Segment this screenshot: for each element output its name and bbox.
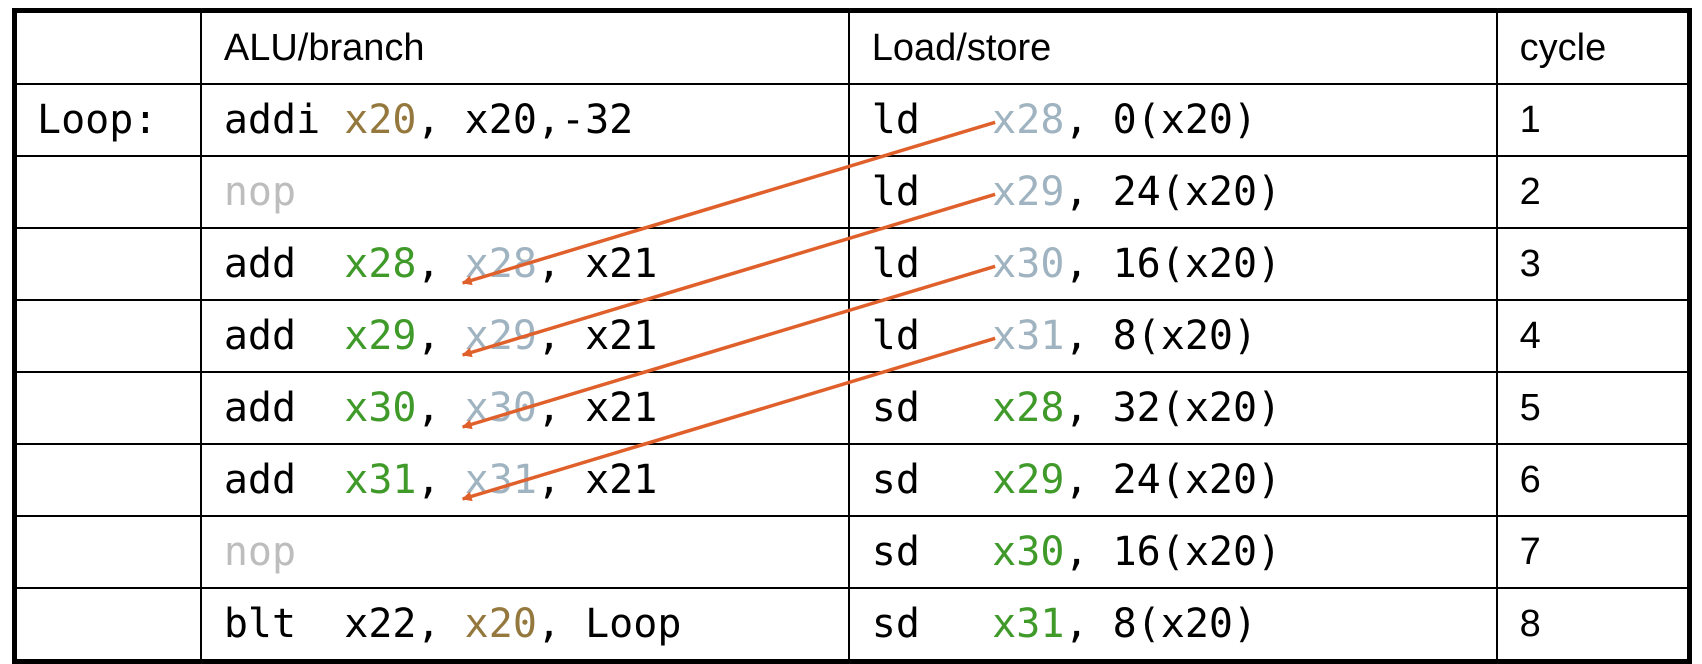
header-load-store: Load/store	[847, 9, 1498, 85]
instr-token: , x21	[536, 313, 658, 359]
cycle-number: 3	[1495, 227, 1691, 301]
instr-token: , 16(x20)	[1064, 529, 1282, 575]
instr-token: ,	[416, 385, 465, 431]
instr-token: x29	[992, 457, 1065, 503]
instr-token: ld	[871, 97, 993, 143]
instr-token: , 8(x20)	[1064, 601, 1258, 647]
instr-token: x30	[464, 385, 537, 431]
header-label-cell	[13, 9, 202, 85]
loop-label-cell: Loop:	[13, 83, 202, 157]
loop-label-cell	[13, 155, 202, 229]
instr-token: , 0(x20)	[1064, 97, 1258, 143]
load-store-instr: sd x30, 16(x20)	[847, 515, 1498, 589]
instr-token: x28	[992, 385, 1065, 431]
alu-branch-instr: add x30, x30, x21	[199, 371, 850, 445]
instr-token: x29	[992, 169, 1065, 215]
instr-token: x20	[344, 97, 417, 143]
instr-token: , 24(x20)	[1064, 169, 1282, 215]
instr-token: x31	[992, 313, 1065, 359]
instr-token: , Loop	[536, 601, 682, 647]
instr-token: sd	[871, 529, 993, 575]
alu-branch-instr: nop	[199, 515, 850, 589]
instr-token: x30	[344, 385, 417, 431]
instr-token: x29	[344, 313, 417, 359]
instr-token: x30	[992, 529, 1065, 575]
instr-token: add	[223, 385, 345, 431]
load-store-instr: ld x28, 0(x20)	[847, 83, 1498, 157]
instr-token: sd	[871, 601, 993, 647]
loop-label-cell	[13, 587, 202, 663]
loop-label-cell	[13, 299, 202, 373]
header-alu-branch: ALU/branch	[199, 9, 850, 85]
instr-token: sd	[871, 457, 993, 503]
loop-label-cell	[13, 227, 202, 301]
instr-token: x28	[464, 241, 537, 287]
instr-token: addi	[223, 97, 345, 143]
load-store-instr: sd x29, 24(x20)	[847, 443, 1498, 517]
cycle-number: 8	[1495, 587, 1691, 663]
instr-token: sd	[871, 385, 993, 431]
instr-token: x30	[992, 241, 1065, 287]
alu-branch-instr: nop	[199, 155, 850, 229]
cycle-number: 6	[1495, 443, 1691, 517]
cycle-number: 5	[1495, 371, 1691, 445]
instr-token: , 32(x20)	[1064, 385, 1282, 431]
instr-token: add	[223, 457, 345, 503]
instr-token: ,	[416, 457, 465, 503]
alu-branch-instr: add x29, x29, x21	[199, 299, 850, 373]
instr-token: x31	[464, 457, 537, 503]
instr-token: ld	[871, 313, 993, 359]
instr-token: ld	[871, 241, 993, 287]
loop-label-cell	[13, 371, 202, 445]
instr-token: x29	[464, 313, 537, 359]
cycle-number: 4	[1495, 299, 1691, 373]
instr-token: , 8(x20)	[1064, 313, 1258, 359]
instr-token: x28	[344, 241, 417, 287]
schedule-table: ALU/branch Load/store cycle Loop:addi x2…	[12, 8, 1692, 664]
instr-token: ld	[871, 169, 993, 215]
instr-token: , x21	[536, 241, 658, 287]
instr-token: ,	[416, 313, 465, 359]
alu-branch-instr: blt x22, x20, Loop	[199, 587, 850, 663]
header-cycle: cycle	[1495, 9, 1691, 85]
instr-token: ,	[416, 241, 465, 287]
instr-token: , x21	[536, 457, 658, 503]
instr-token: x28	[992, 97, 1065, 143]
instr-token: x20	[464, 601, 537, 647]
load-store-instr: sd x31, 8(x20)	[847, 587, 1498, 663]
loop-label-cell	[13, 515, 202, 589]
load-store-instr: ld x30, 16(x20)	[847, 227, 1498, 301]
instr-token: add	[223, 313, 345, 359]
cycle-number: 7	[1495, 515, 1691, 589]
instr-token: x31	[344, 457, 417, 503]
instr-token: x31	[992, 601, 1065, 647]
load-store-instr: sd x28, 32(x20)	[847, 371, 1498, 445]
alu-branch-instr: addi x20, x20,-32	[199, 83, 850, 157]
instr-token: , 24(x20)	[1064, 457, 1282, 503]
instr-token: , 16(x20)	[1064, 241, 1282, 287]
alu-branch-instr: add x31, x31, x21	[199, 443, 850, 517]
load-store-instr: ld x29, 24(x20)	[847, 155, 1498, 229]
instr-token: add	[223, 241, 345, 287]
alu-branch-instr: add x28, x28, x21	[199, 227, 850, 301]
nop-text: nop	[223, 529, 297, 575]
nop-text: nop	[223, 169, 297, 215]
load-store-instr: ld x31, 8(x20)	[847, 299, 1498, 373]
loop-label-cell	[13, 443, 202, 517]
instr-token: , x21	[536, 385, 658, 431]
header-row: ALU/branch Load/store cycle	[13, 9, 1691, 85]
cycle-number: 2	[1495, 155, 1691, 229]
instr-token: blt x22,	[223, 601, 465, 647]
cycle-number: 1	[1495, 83, 1691, 157]
instr-token: , x20,-32	[416, 97, 634, 143]
